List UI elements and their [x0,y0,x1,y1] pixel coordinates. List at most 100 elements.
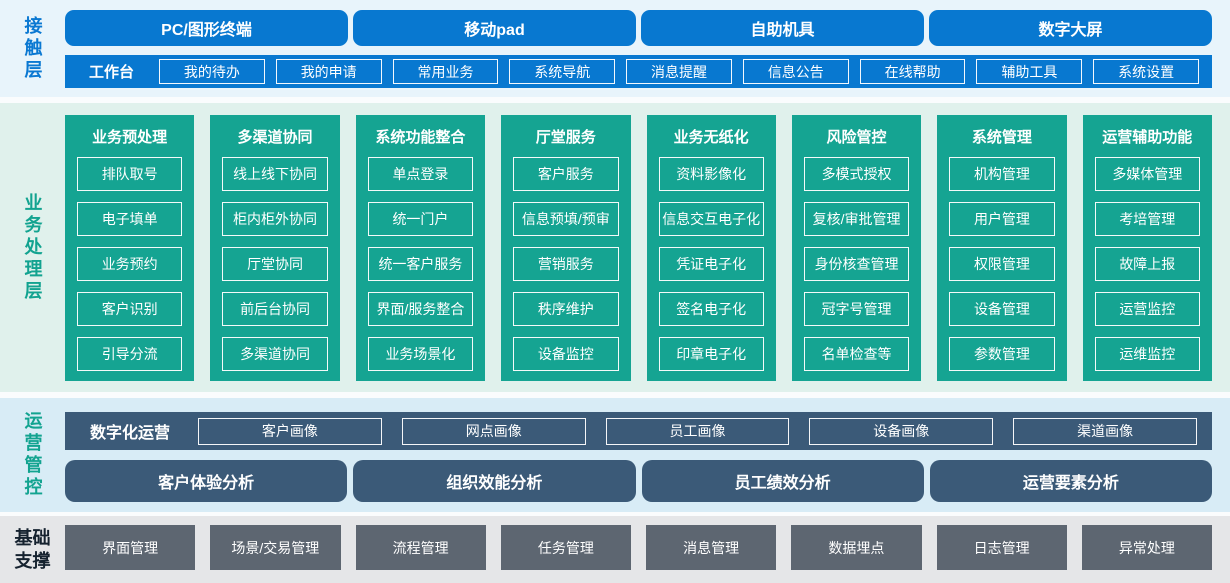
module-item: 用户管理 [949,202,1055,236]
foundation-layer-section: 基础支撑 界面管理 场景/交易管理 流程管理 任务管理 消息管理 数据埋点 日志… [0,516,1230,583]
module-item: 多媒体管理 [1094,157,1200,191]
workbench-item-aux-tools: 辅助工具 [976,59,1083,84]
channel-node-pc-terminal: PC/图形终端 [65,10,348,46]
module-item: 营销服务 [513,247,619,281]
operations-layer-body: 数字化运营 客户画像 网点画像 员工画像 设备画像 渠道画像 客户体验分析 组织… [65,398,1230,512]
module-item: 客户服务 [513,157,619,191]
workbench-label: 工作台 [89,64,135,81]
module-item: 电子填单 [77,202,183,236]
module-item: 签名电子化 [658,292,764,326]
module-column-hall-service: 厅堂服务 客户服务 信息预填/预审 营销服务 秩序维护 设备监控 [501,115,631,381]
foundation-row: 界面管理 场景/交易管理 流程管理 任务管理 消息管理 数据埋点 日志管理 异常… [65,525,1212,570]
workbench-item-common-business: 常用业务 [392,59,499,84]
module-item: 信息交互电子化 [658,202,764,236]
contact-layer-label: 接触层 [0,0,65,97]
contact-layer-section: 接触层 PC/图形终端 移动pad 自助机具 数字大屏 工作台 我的待办 我的申… [0,0,1230,97]
module-item: 排队取号 [77,157,183,191]
profile-item-device: 设备画像 [809,417,994,445]
module-column-title: 厅堂服务 [535,129,596,146]
module-item: 秩序维护 [513,292,619,326]
workbench-item-message-alert: 消息提醒 [626,59,732,84]
module-column-title: 系统功能整合 [375,129,466,146]
module-item: 考培管理 [1094,202,1200,236]
foundation-node-process-management: 流程管理 [355,525,486,570]
module-item: 客户识别 [77,292,183,326]
module-column-title: 业务无纸化 [673,129,749,146]
module-item: 资料影像化 [658,157,764,191]
module-item: 厅堂协同 [222,247,328,281]
foundation-node-message-management: 消息管理 [646,525,777,570]
profile-item-customer: 客户画像 [198,417,382,445]
module-item: 统一客户服务 [367,247,474,281]
module-column-system-integration: 系统功能整合 单点登录 统一门户 统一客户服务 界面/服务整合 业务场景化 [355,115,486,381]
module-item: 故障上报 [1094,247,1200,281]
module-item: 前后台协同 [222,292,328,326]
module-column-preprocessing: 业务预处理 排队取号 电子填单 业务预约 客户识别 引导分流 [65,115,195,381]
foundation-node-exception-handling: 异常处理 [1081,525,1212,570]
module-column-risk-control: 风险管控 多模式授权 复核/审批管理 身份核查管理 冠字号管理 名单检查等 [791,115,922,381]
workbench-item-system-nav: 系统导航 [509,59,616,84]
module-item: 柜内柜外协同 [222,202,328,236]
module-column-system-management: 系统管理 机构管理 用户管理 权限管理 设备管理 参数管理 [937,115,1067,381]
analysis-node-employee-performance: 员工绩效分析 [641,460,924,502]
operations-layer-label: 运营管控 [0,398,65,512]
business-layer-body: 业务预处理 排队取号 电子填单 业务预约 客户识别 引导分流 多渠道协同 线上线… [65,103,1230,392]
profile-item-employee: 员工画像 [605,417,790,445]
profile-item-branch: 网点画像 [401,417,586,445]
module-column-title: 多渠道协同 [237,129,313,146]
digital-operations-label: 数字化运营 [90,425,171,442]
module-item: 业务预约 [77,247,183,281]
foundation-node-ui-management: 界面管理 [65,525,196,570]
module-item: 复核/审批管理 [803,202,910,236]
workbench-item-applications: 我的申请 [275,59,382,84]
contact-layer-label-text: 接触层 [22,15,43,82]
digital-operations-bar: 数字化运营 客户画像 网点画像 员工画像 设备画像 渠道画像 [65,412,1212,450]
workbench-item-online-help: 在线帮助 [859,59,966,84]
module-column-title: 风险管控 [826,129,887,146]
module-item: 设备监控 [513,337,619,371]
module-item: 运维监控 [1094,337,1200,371]
module-column-title: 系统管理 [971,129,1032,146]
foundation-node-data-tracking: 数据埋点 [791,525,922,570]
module-item: 引导分流 [77,337,183,371]
analysis-node-customer-experience: 客户体验分析 [65,460,348,502]
business-layer-section: 业务处理层 业务预处理 排队取号 电子填单 业务预约 客户识别 引导分流 多渠道… [0,103,1230,392]
analysis-row: 客户体验分析 组织效能分析 员工绩效分析 运营要素分析 [65,460,1212,502]
channel-node-mobile-pad: 移动pad [353,10,636,46]
module-item: 统一门户 [367,202,474,236]
module-item: 多渠道协同 [222,337,328,371]
module-item: 线上线下协同 [222,157,328,191]
foundation-layer-label: 基础支撑 [0,516,65,583]
workbench-item-todo: 我的待办 [159,59,265,84]
operations-layer-label-text: 运营管控 [22,411,43,499]
business-layer-label: 业务处理层 [0,103,65,392]
module-item: 运营监控 [1094,292,1200,326]
module-item: 机构管理 [949,157,1055,191]
module-item: 多模式授权 [803,157,910,191]
contact-layer-body: PC/图形终端 移动pad 自助机具 数字大屏 工作台 我的待办 我的申请 常用… [65,0,1230,97]
analysis-node-ops-elements: 运营要素分析 [929,460,1212,502]
module-column-multichannel: 多渠道协同 线上线下协同 柜内柜外协同 厅堂协同 前后台协同 多渠道协同 [210,115,340,381]
module-item: 单点登录 [367,157,474,191]
workbench-item-system-settings: 系统设置 [1093,59,1200,84]
module-item: 印章电子化 [658,337,764,371]
module-column-ops-auxiliary: 运营辅助功能 多媒体管理 考培管理 故障上报 运营监控 运维监控 [1082,115,1212,381]
module-item: 参数管理 [949,337,1055,371]
module-item: 名单检查等 [803,337,910,371]
analysis-node-org-efficiency: 组织效能分析 [353,460,636,502]
module-item: 冠字号管理 [803,292,910,326]
channel-node-self-service: 自助机具 [641,10,924,46]
module-item: 身份核查管理 [803,247,910,281]
module-item: 信息预填/预审 [513,202,619,236]
channel-row: PC/图形终端 移动pad 自助机具 数字大屏 [65,10,1212,46]
module-column-paperless: 业务无纸化 资料影像化 信息交互电子化 凭证电子化 签名电子化 印章电子化 [646,115,776,381]
foundation-node-log-management: 日志管理 [936,525,1067,570]
operations-layer-section: 运营管控 数字化运营 客户画像 网点画像 员工画像 设备画像 渠道画像 客户体验… [0,398,1230,512]
module-item: 业务场景化 [367,337,474,371]
business-layer-label-text: 业务处理层 [22,192,43,303]
workbench-bar: 工作台 我的待办 我的申请 常用业务 系统导航 消息提醒 信息公告 在线帮助 辅… [65,55,1212,88]
channel-node-digital-screen: 数字大屏 [929,10,1212,46]
foundation-layer-label-text: 基础支撑 [14,528,51,571]
module-column-title: 业务预处理 [92,129,168,146]
